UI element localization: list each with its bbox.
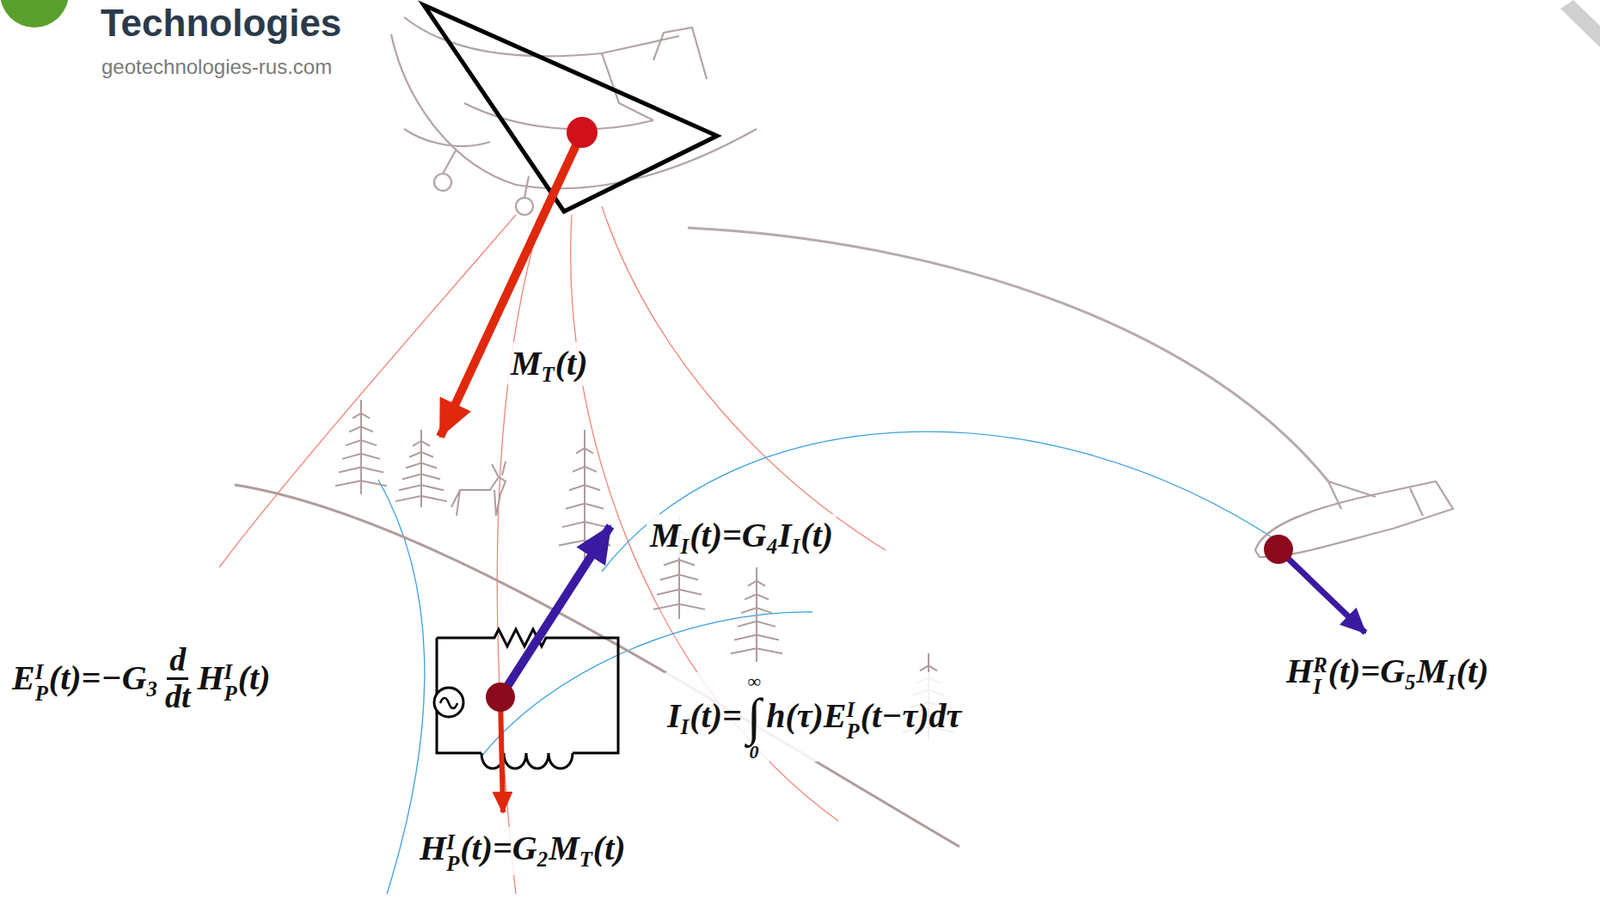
secondary-field-arrow [1278,549,1366,633]
index-stack: IP [35,662,49,705]
transmitter-loop [423,5,718,212]
denominator: dt [162,680,194,715]
tree-sketch [335,399,387,495]
formula-symbol: H [419,828,447,868]
upper-limit: ∞ [747,672,761,692]
logo-text: Technologies [100,1,342,44]
superscript: R [1312,655,1328,677]
formula-symbol: h(τ)E [766,696,846,736]
induced-moment-arrow [500,526,611,698]
superscript: I [35,662,49,684]
formula: II(t)=∞∫0h(τ)EIP(t−τ)dτ [663,672,965,762]
integral-sign: ∫ [747,691,761,743]
index-stack: RI [1312,655,1328,699]
logo-text: geotechnologies-rus.com [98,55,336,80]
superscript: I [846,699,860,722]
formula: EIP(t)=−G3ddtHIP(t) [8,643,275,715]
subscript: T [541,362,555,387]
formula: MT(t) [507,342,592,387]
secondary-field-lines [378,431,1279,895]
subscript: T [579,847,593,871]
formula: HRI(t)=G5MI(t) [1282,649,1493,699]
conductor-point [485,682,515,712]
subscript: P [446,853,460,876]
formula-symbol: (t) [555,343,589,383]
superscript: I [224,662,238,684]
subscript: I [680,534,690,558]
index-stack: IP [846,699,860,743]
formula-symbol: H [1286,651,1313,691]
formula-symbol: (t)=G [1328,651,1405,691]
index-stack: IP [224,662,238,705]
ground-surface [234,484,960,847]
subscript: I [791,534,801,558]
tree-sketch [730,567,783,663]
subscript: I [1312,676,1328,699]
derivative-fraction: ddt [162,643,194,715]
logo-text: geotechnologies-rus.com [101,55,332,79]
formula-symbol: M [1416,651,1448,691]
formula-symbol: (t)=−G [49,658,148,698]
subscript: 3 [147,677,158,701]
superscript: I [446,832,460,854]
formula-symbol: (t) [1456,651,1490,691]
subscript: P [846,721,860,743]
primary-field-lines [219,206,886,895]
formula-symbol: H [196,658,224,698]
subscript: I [680,715,690,739]
subscript: I [1446,670,1456,694]
lower-limit: 0 [749,742,760,762]
formula-symbol: (t) [238,658,271,698]
receiver-point [1263,534,1294,564]
formula-symbol: (t) [800,515,834,555]
formula-symbol: M [510,343,542,383]
subscript: P [35,683,49,705]
logo-mark [0,0,69,28]
tow-cable [687,227,1329,482]
formula-symbol: M [649,515,681,555]
inductor-symbol [481,753,573,769]
formula-symbol: I [667,696,681,736]
primary-field-arrow [500,697,503,813]
logo-text: Technologies [97,1,345,45]
index-stack: IP [446,832,460,876]
transmitter-point [566,116,598,148]
tree-sketch [395,429,448,508]
formula-symbol: (t−τ)dτ [860,696,963,736]
transmitter-moment-arrow [440,132,583,437]
airplane-sketch [391,17,757,215]
corner-mark [1560,0,1600,48]
subscript: 2 [537,847,548,871]
formula-symbol: M [548,828,580,868]
numerator: d [166,643,189,681]
source-symbol [434,687,464,718]
formula-symbol: (t)=G [689,515,767,555]
subscript: 5 [1404,670,1416,694]
formula: MI(t)=G4II(t) [646,514,837,558]
formula: HIP(t)=G2MT(t) [416,827,630,876]
formula-symbol: I [778,515,792,555]
formula-symbol: E [12,658,36,698]
deer-sketch [451,461,506,516]
formula-symbol: (t) [593,828,626,868]
subscript: P [224,683,238,705]
formula-symbol: (t)=G [459,828,537,868]
subscript: 4 [766,534,778,558]
formula-symbol: (t)= [689,696,742,736]
integral: ∞∫0 [747,672,761,762]
